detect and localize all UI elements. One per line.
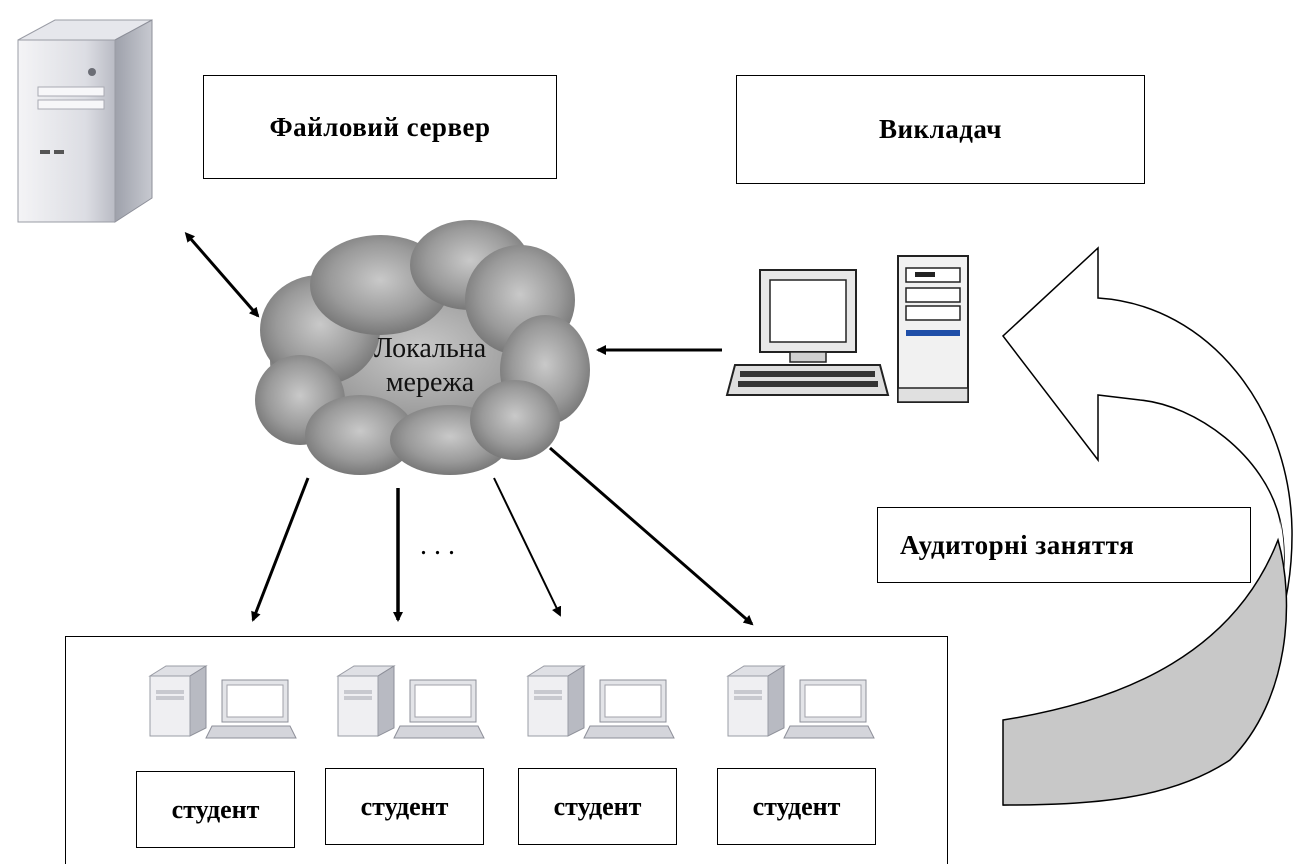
network-label-line1: Локальна — [373, 333, 487, 364]
student-box: студент — [325, 768, 484, 845]
arrow-network-student-1 — [251, 477, 310, 622]
student-label: студент — [752, 791, 841, 821]
teacher-box: Викладач — [736, 75, 1145, 184]
classroom-box: Аудиторні заняття — [877, 507, 1251, 583]
student-label: студент — [553, 791, 642, 821]
connection-arrows — [184, 231, 754, 626]
student-computer-icon — [726, 665, 875, 739]
student-box: студент — [136, 771, 295, 848]
network-label-line2: мережа — [385, 367, 475, 398]
classroom-label: Аудиторні заняття — [900, 529, 1135, 560]
arrow-network-student-3 — [493, 477, 562, 617]
student-computer-icon — [336, 665, 485, 739]
network-cloud — [255, 220, 590, 475]
student-box: студент — [717, 768, 876, 845]
file-server-box: Файловий сервер — [203, 75, 557, 179]
student-label: студент — [360, 791, 449, 821]
server-tower-icon — [17, 19, 153, 223]
teacher-computer-icon — [725, 255, 969, 403]
student-computer-icon — [526, 665, 675, 739]
arrow-network-student-4 — [549, 446, 754, 626]
curved-arrow — [1001, 246, 1293, 806]
arrow-server-network — [184, 231, 260, 318]
ellipsis: . . . — [420, 530, 455, 561]
student-computer-icon — [148, 665, 297, 739]
student-box: студент — [518, 768, 677, 845]
file-server-label: Файловий сервер — [269, 111, 491, 142]
student-label: студент — [171, 794, 260, 824]
network-label: Локальна мережа — [310, 332, 550, 400]
teacher-label: Викладач — [878, 114, 1003, 144]
